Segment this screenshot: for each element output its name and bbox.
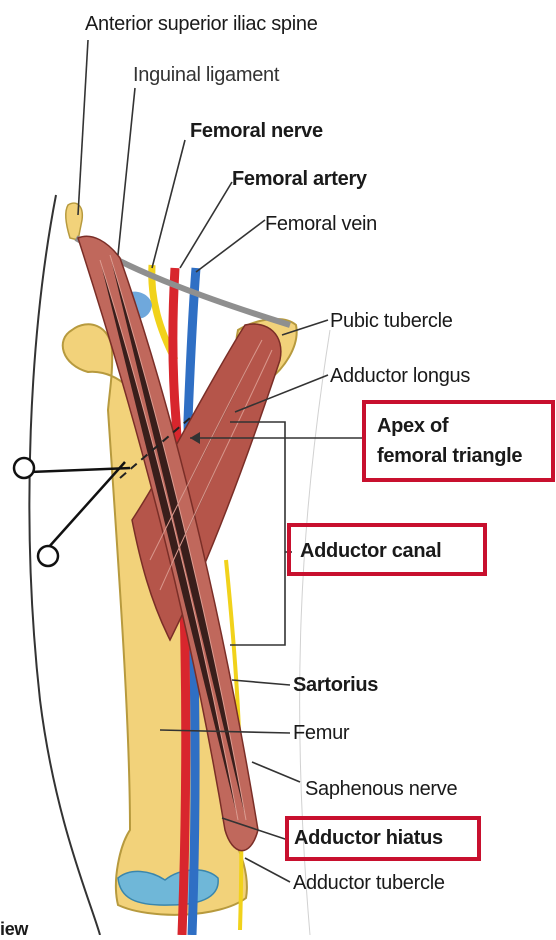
label-sartorius: Sartorius — [293, 674, 378, 696]
scissors-icon — [14, 458, 130, 566]
label-femoral-vein: Femoral vein — [265, 213, 377, 235]
apex-highlight-box — [362, 400, 555, 482]
label-adductor-tubercle: Adductor tubercle — [293, 872, 445, 894]
label-adductor-hiatus: Adductor hiatus — [294, 827, 443, 849]
label-adductor-longus: Adductor longus — [330, 365, 470, 387]
asis-bone — [66, 203, 82, 240]
label-inguinal-ligament: Inguinal ligament — [133, 64, 279, 86]
label-femur: Femur — [293, 722, 349, 744]
label-asis: Anterior superior iliac spine — [85, 13, 318, 35]
label-saphenous-nerve: Saphenous nerve — [305, 778, 457, 800]
label-apex-line1: Apex of — [377, 415, 448, 437]
label-femoral-nerve: Femoral nerve — [190, 120, 323, 142]
label-apex-line2: femoral triangle — [377, 445, 522, 467]
label-view-fragment: iew — [0, 918, 28, 940]
thigh-outline — [29, 195, 100, 935]
label-adductor-canal: Adductor canal — [300, 540, 441, 562]
label-femoral-artery: Femoral artery — [232, 168, 367, 190]
label-pubic-tubercle: Pubic tubercle — [330, 310, 453, 332]
